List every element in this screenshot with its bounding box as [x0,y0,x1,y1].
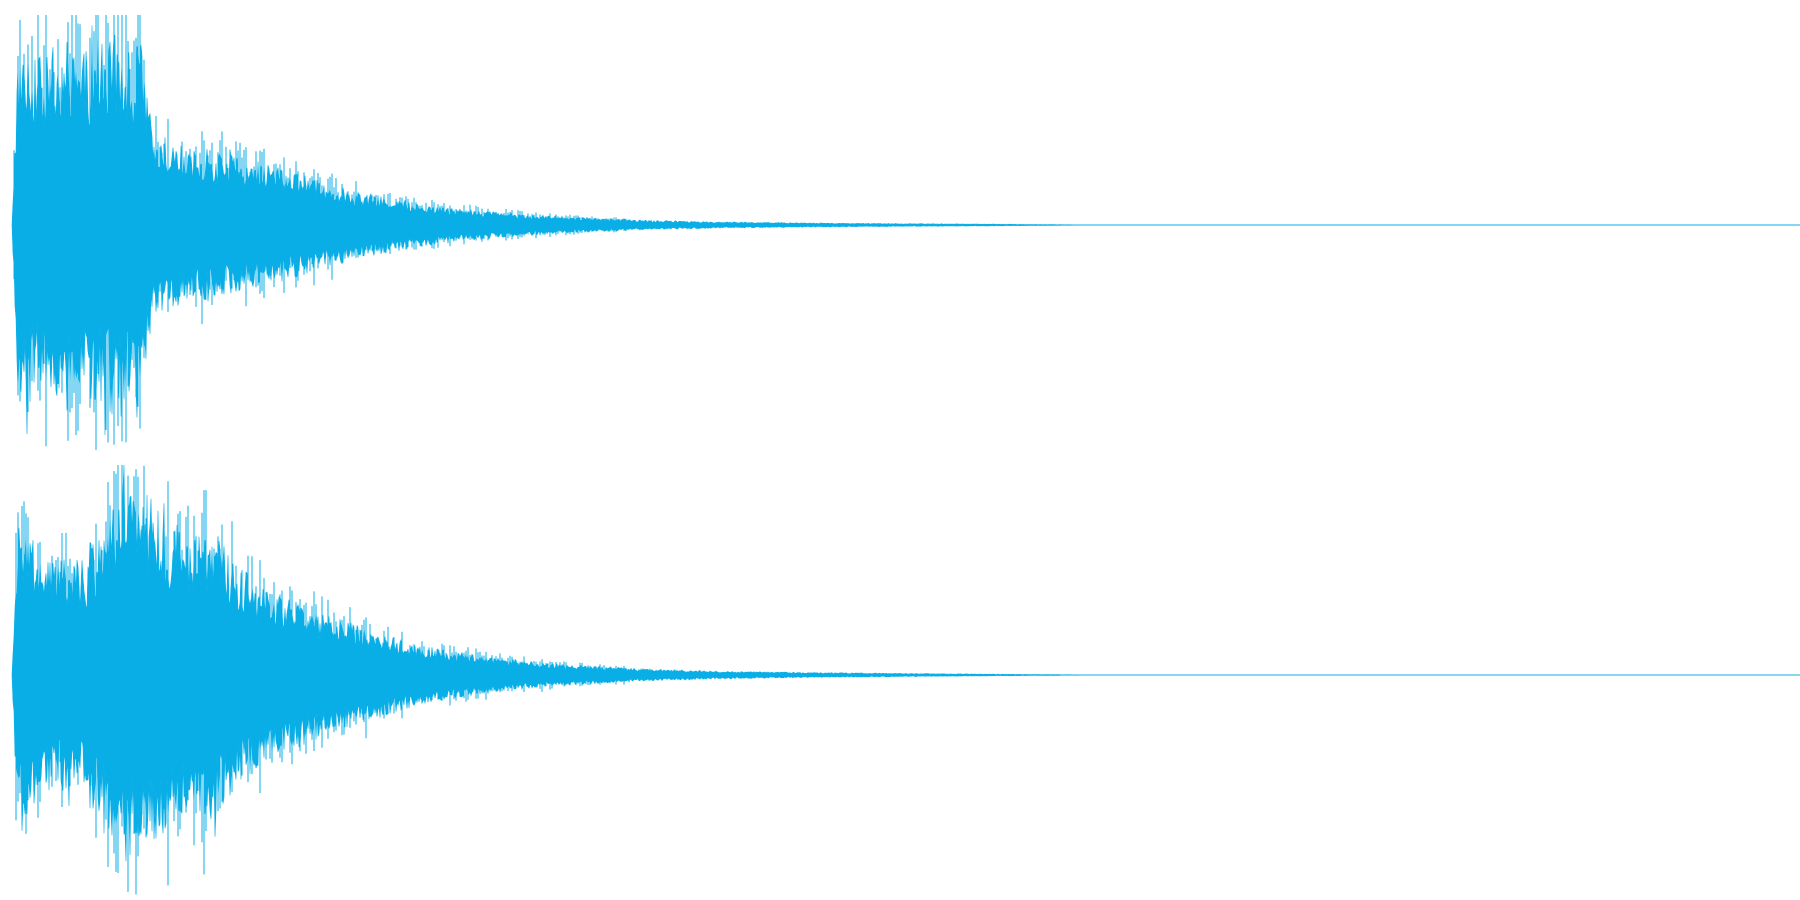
channel-1-svg [11,15,1800,450]
channel-2-waveform[interactable] [0,450,1800,900]
channel-2-svg [11,464,1800,895]
channel-1-waveform[interactable] [0,0,1800,450]
channel-2-waveform-path [11,464,1800,862]
